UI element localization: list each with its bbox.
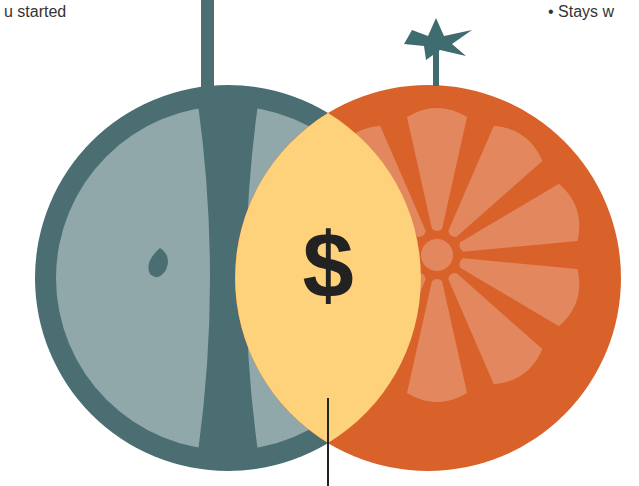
cropped-note: u started bbox=[4, 2, 66, 22]
orange-stem bbox=[433, 50, 439, 86]
cropped-note: • Stays w bbox=[548, 2, 614, 22]
apple-stem bbox=[201, 0, 214, 100]
currency-symbol: $ bbox=[302, 219, 353, 311]
orange-body bbox=[235, 85, 621, 471]
apple-body bbox=[35, 85, 421, 471]
leader-line bbox=[327, 398, 329, 486]
overlap-lens: $ bbox=[235, 113, 421, 443]
apple-seed bbox=[148, 248, 168, 277]
